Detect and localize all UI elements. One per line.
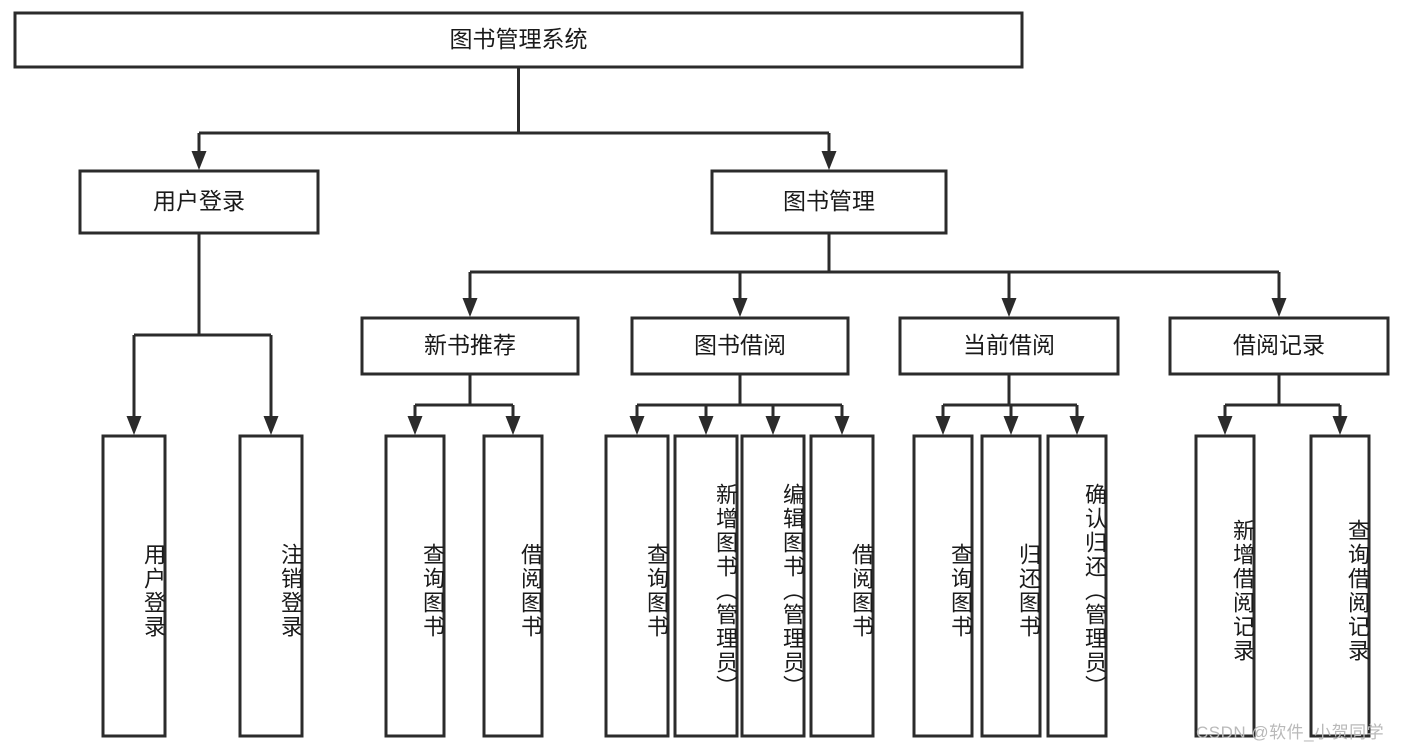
arrow-head-icon	[732, 298, 748, 317]
arrow-head-icon	[1271, 298, 1287, 317]
arrow-head-icon	[765, 416, 781, 435]
node-root-label: 图书管理系统	[450, 26, 588, 52]
arrow-head-icon	[834, 416, 850, 435]
node-leaf-box-3[interactable]	[482, 434, 544, 738]
node-level3-label-3: 借阅记录	[1233, 332, 1325, 358]
node-level3-box-0[interactable]	[360, 316, 580, 376]
node-level3-label-0: 新书推荐	[424, 332, 516, 358]
node-leaf-box-4[interactable]	[604, 434, 670, 738]
arrow-head-icon	[1003, 416, 1019, 435]
node-leaf-box-5[interactable]	[673, 434, 739, 738]
node-leaf-box-6[interactable]	[740, 434, 806, 738]
node-leaf-box-10[interactable]	[1046, 434, 1108, 738]
arrow-head-icon	[1069, 416, 1085, 435]
watermark-credit: CSDN @软件_小贺同学	[1196, 723, 1385, 742]
node-level2-box-0[interactable]	[78, 169, 320, 235]
arrow-head-icon	[935, 416, 951, 435]
arrow-head-icon	[1332, 416, 1348, 435]
node-level3-label-1: 图书借阅	[694, 332, 786, 358]
node-level2-label-1: 图书管理	[783, 188, 875, 214]
node-level3-label-2: 当前借阅	[963, 332, 1055, 358]
connectors-layer	[126, 67, 1348, 435]
arrow-head-icon	[1001, 298, 1017, 317]
arrow-head-icon	[629, 416, 645, 435]
node-leaf-box-8[interactable]	[912, 434, 974, 738]
arrow-head-icon	[821, 151, 837, 170]
node-leaf-box-1[interactable]	[238, 434, 304, 738]
node-root-box[interactable]	[13, 11, 1024, 69]
node-level3-box-2[interactable]	[898, 316, 1120, 376]
node-leaf-box-12[interactable]	[1309, 434, 1371, 738]
arrow-head-icon	[407, 416, 423, 435]
node-leaf-box-2[interactable]	[384, 434, 446, 738]
arrow-head-icon	[263, 416, 279, 435]
arrow-head-icon	[191, 151, 207, 170]
node-leaf-box-0[interactable]	[101, 434, 167, 738]
node-level2-box-1[interactable]	[710, 169, 948, 235]
node-leaf-box-11[interactable]	[1194, 434, 1256, 738]
node-level2-label-0: 用户登录	[153, 188, 245, 214]
arrow-head-icon	[505, 416, 521, 435]
arrow-head-icon	[126, 416, 142, 435]
node-level3-box-3[interactable]	[1168, 316, 1390, 376]
arrow-head-icon	[462, 298, 478, 317]
arrow-head-icon	[1217, 416, 1233, 435]
arrow-head-icon	[698, 416, 714, 435]
node-boxes-layer	[13, 11, 1390, 738]
node-level3-box-1[interactable]	[630, 316, 850, 376]
node-leaf-box-7[interactable]	[809, 434, 875, 738]
node-leaf-box-9[interactable]	[980, 434, 1042, 738]
